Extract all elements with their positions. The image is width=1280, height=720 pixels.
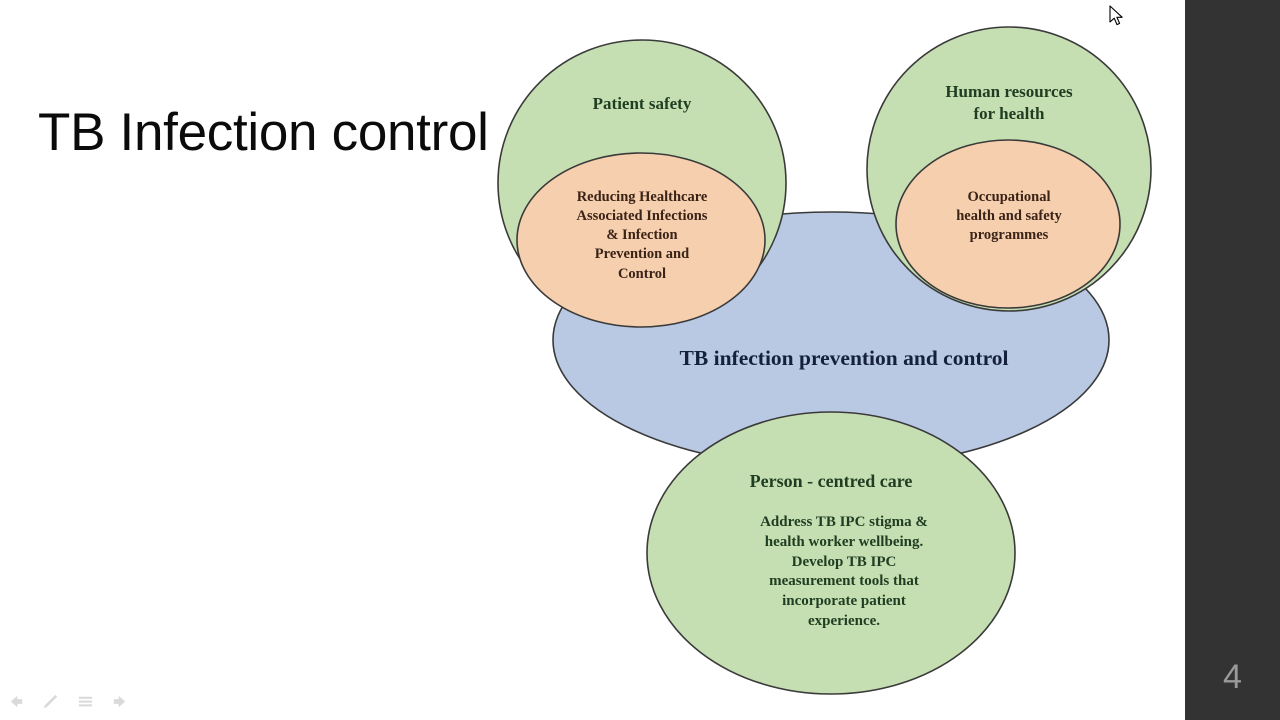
page-title: TB Infection control (38, 103, 489, 162)
previous-slide-icon[interactable] (6, 692, 25, 711)
pen-annotate-icon[interactable] (41, 692, 60, 711)
next-slide-icon[interactable] (111, 692, 130, 711)
tb-ipc-concept-diagram: Patient safety Reducing Healthcare Assoc… (497, 26, 1152, 695)
right-side-panel: 4 (1185, 0, 1280, 720)
slide-page-number: 4 (1223, 658, 1242, 696)
slide-canvas[interactable]: TB Infection control Patient safety (0, 0, 1185, 720)
human-resources-inner-ellipse (895, 139, 1121, 309)
slide-menu-icon[interactable] (76, 692, 95, 711)
patient-safety-inner-ellipse (516, 152, 766, 328)
slideshow-toolbar[interactable] (6, 689, 126, 713)
diagram-shapes (497, 26, 1152, 695)
person-centred-care-ellipse (646, 411, 1016, 695)
